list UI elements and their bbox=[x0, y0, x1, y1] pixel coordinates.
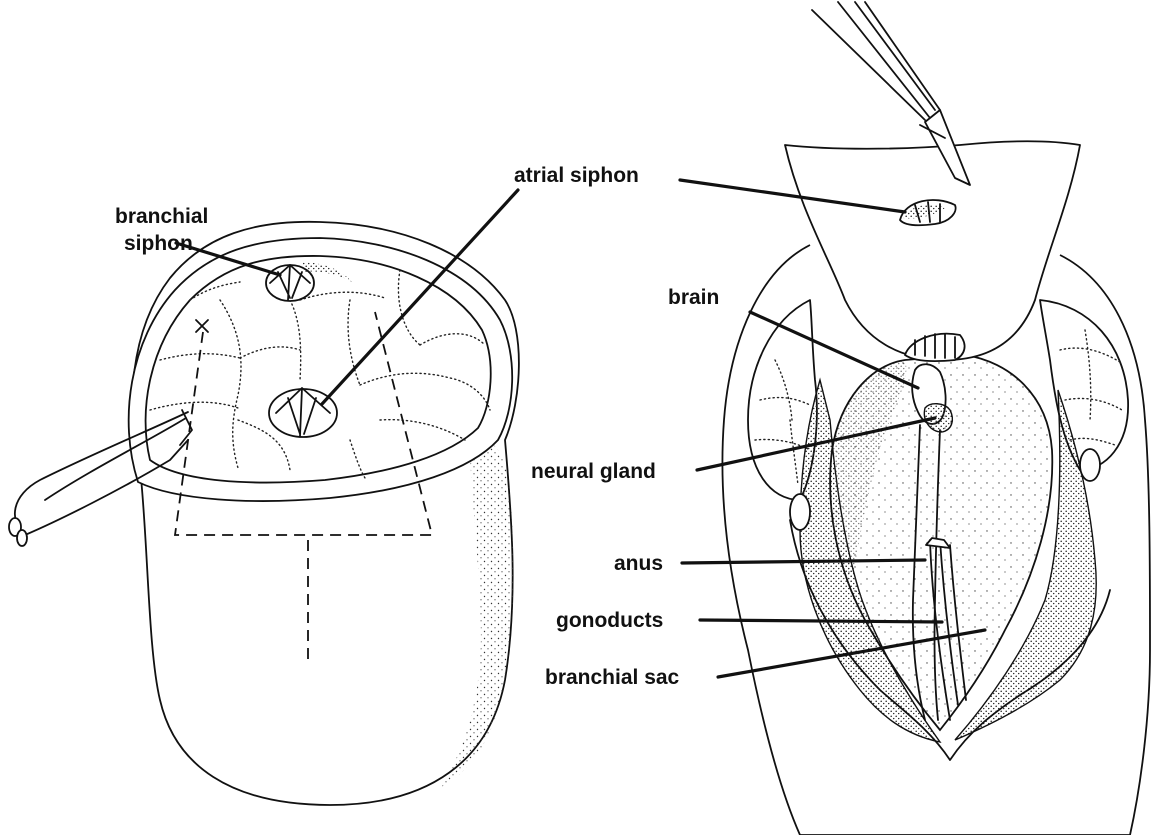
left-atrial-siphon bbox=[269, 388, 337, 437]
label-neural-gland: neural gland bbox=[531, 460, 656, 483]
right-left-knob bbox=[790, 494, 810, 530]
label-gonoducts: gonoducts bbox=[556, 609, 663, 632]
left-specimen bbox=[9, 222, 519, 805]
label-branchial-sac: branchial sac bbox=[545, 666, 680, 689]
label-branchial-siphon-line2: siphon bbox=[124, 232, 193, 255]
label-brain: brain bbox=[668, 286, 719, 309]
label-atrial-siphon: atrial siphon bbox=[514, 164, 639, 187]
leader-gonoducts bbox=[700, 620, 942, 622]
right-right-knob bbox=[1080, 449, 1100, 481]
label-branchial-siphon-line1: branchial bbox=[115, 205, 208, 228]
label-anus: anus bbox=[614, 552, 663, 575]
